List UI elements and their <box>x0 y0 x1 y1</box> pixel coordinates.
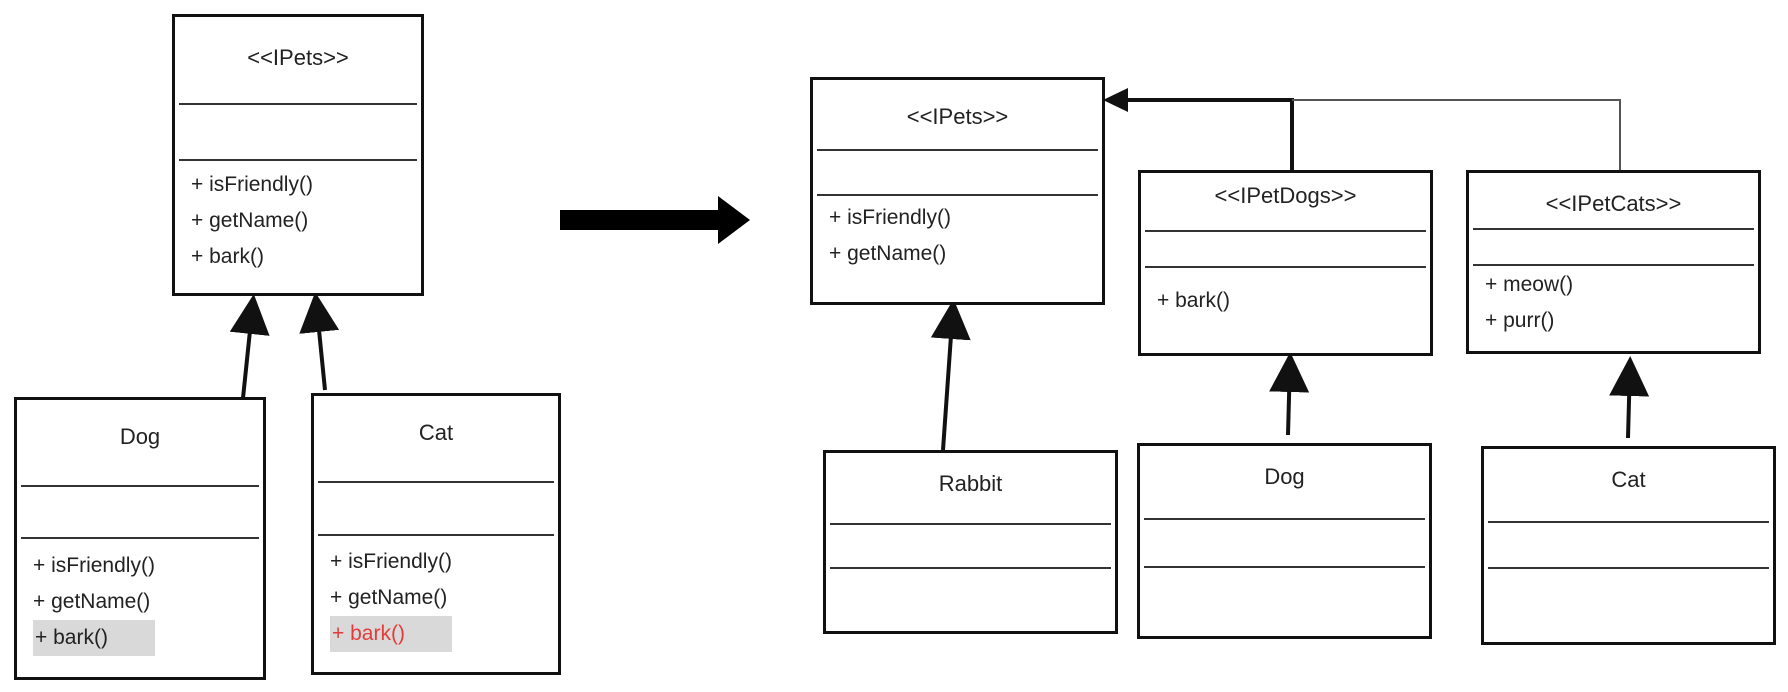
divider <box>817 194 1098 196</box>
method-list: + isFriendly() + getName() + bark() <box>191 167 313 275</box>
divider <box>830 567 1111 569</box>
left-ipets-class[interactable]: <<IPets>> + isFriendly() + getName() + b… <box>172 14 424 296</box>
ipets-inherit-arrowhead <box>1103 88 1128 112</box>
method-getname: + getName() <box>33 590 151 613</box>
method-bark: + bark() <box>191 245 264 268</box>
divider <box>318 481 554 483</box>
class-name: <<IPetCats>> <box>1545 191 1682 216</box>
right-dog-class[interactable]: Dog <box>1137 443 1432 639</box>
right-ipets-class[interactable]: <<IPets>> + isFriendly() + getName() <box>810 77 1105 305</box>
method-meow: + meow() <box>1485 273 1574 296</box>
method-bark: + bark() <box>1157 289 1230 312</box>
rabbit-to-ipets-arrow <box>930 299 971 451</box>
ipetdogs-to-ipets-connector <box>1115 98 1294 170</box>
method-list: + isFriendly() + getName() + bark() <box>330 544 452 652</box>
cat-to-ipetcats-arrow <box>1609 356 1650 439</box>
left-cat-class[interactable]: Cat + isFriendly() + getName() + bark() <box>311 393 561 675</box>
method-isfriendly: + isFriendly() <box>191 173 313 196</box>
divider <box>1473 228 1754 230</box>
method-list: + bark() <box>1157 283 1230 319</box>
method-isfriendly: + isFriendly() <box>33 554 155 577</box>
divider <box>179 159 417 161</box>
method-bark-highlighted: + bark() <box>33 620 155 656</box>
divider <box>817 149 1098 151</box>
class-name: Cat <box>418 420 454 445</box>
method-getname: + getName() <box>191 209 309 232</box>
class-name: Dog <box>119 424 161 449</box>
method-list: + meow() + purr() <box>1485 267 1573 339</box>
class-name: Dog <box>1264 464 1305 489</box>
method-list: + isFriendly() + getName() + bark() <box>33 548 155 656</box>
method-list: + isFriendly() + getName() <box>829 200 951 272</box>
divider <box>1144 566 1425 568</box>
ipetdogs-class[interactable]: <<IPetDogs>> + bark() <box>1138 170 1433 356</box>
divider <box>1145 266 1426 268</box>
divider <box>1488 521 1769 523</box>
class-name: <<IPets>> <box>247 45 349 70</box>
cat-to-ipets-arrow <box>299 292 340 391</box>
divider <box>21 485 259 487</box>
ipetcats-to-ipets-connector <box>1292 99 1621 170</box>
method-isfriendly: + isFriendly() <box>330 550 452 573</box>
rabbit-class[interactable]: Rabbit <box>823 450 1118 634</box>
dog-to-ipetdogs-arrow <box>1269 352 1310 436</box>
method-bark-violation: + bark() <box>330 616 452 652</box>
divider <box>179 103 417 105</box>
ipetcats-class[interactable]: <<IPetCats>> + meow() + purr() <box>1466 170 1761 354</box>
method-purr: + purr() <box>1485 309 1555 332</box>
divider <box>21 537 259 539</box>
method-isfriendly: + isFriendly() <box>829 206 951 229</box>
class-name: Rabbit <box>938 471 1003 496</box>
divider <box>318 534 554 536</box>
method-getname: + getName() <box>330 586 448 609</box>
right-cat-class[interactable]: Cat <box>1481 446 1776 645</box>
divider <box>1144 518 1425 520</box>
divider <box>830 523 1111 525</box>
class-name: <<IPets>> <box>906 104 1009 129</box>
class-name: <<IPetDogs>> <box>1214 183 1357 208</box>
left-dog-class[interactable]: Dog + isFriendly() + getName() + bark() <box>14 397 266 680</box>
transform-arrow <box>560 196 750 244</box>
divider <box>1145 230 1426 232</box>
class-name: Cat <box>1611 467 1646 492</box>
dog-to-ipets-arrow <box>229 294 270 399</box>
divider <box>1488 567 1769 569</box>
divider <box>1473 264 1754 266</box>
method-getname: + getName() <box>829 242 947 265</box>
